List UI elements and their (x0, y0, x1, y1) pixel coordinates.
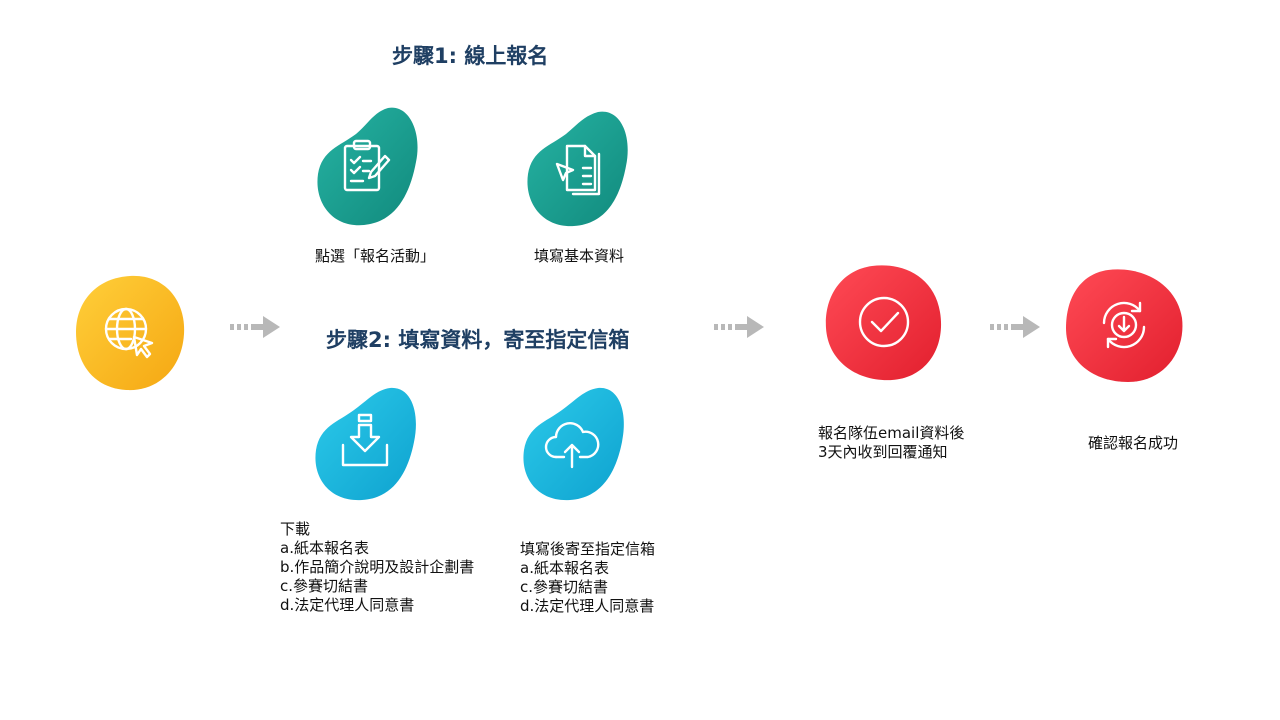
red-blob-shape (825, 265, 942, 381)
download-list-line: c.參賽切結書 (280, 577, 369, 595)
teal-blob-shape (527, 111, 628, 227)
fill-basic-info-label: 填寫基本資料 (534, 247, 625, 265)
step1-heading: 步驟1: 線上報名 (392, 44, 549, 68)
notify-text: 報名隊伍email資料後 3天內收到回覆通知 (818, 424, 964, 462)
check-circle-icon (858, 296, 910, 348)
select-activity-step (310, 104, 420, 228)
step2-heading: 步驟2: 填寫資料，寄至指定信箱 (326, 328, 630, 352)
notify-text-line: 報名隊伍email資料後 (818, 424, 965, 442)
refresh-download-icon (1102, 301, 1146, 349)
cloud-upload-icon (544, 422, 600, 469)
start-step (72, 272, 188, 394)
cyan-blob-shape (315, 387, 416, 501)
select-activity-label: 點選「報名活動」 (315, 247, 436, 265)
download-list-line: b.作品簡介說明及設計企劃書 (280, 558, 475, 576)
download-list-line: d.法定代理人同意書 (280, 596, 415, 614)
teal-blob-shape (317, 107, 418, 226)
globe-cursor-icon (104, 307, 154, 359)
documents-send-icon (555, 144, 601, 196)
clipboard-checklist-icon (343, 139, 391, 192)
upload-list-line: c.參賽切結書 (520, 578, 609, 596)
notify-text-line: 3天內收到回覆通知 (818, 443, 948, 461)
flow-arrow-icon (714, 316, 764, 338)
upload-list: 填寫後寄至指定信箱 a.紙本報名表 c.參賽切結書 d.法定代理人同意書 (520, 540, 655, 616)
upload-list-line: 填寫後寄至指定信箱 (520, 540, 656, 558)
upload-list-line: a.紙本報名表 (520, 559, 609, 577)
flow-arrow-icon (230, 316, 280, 338)
upload-list-line: d.法定代理人同意書 (520, 597, 655, 615)
fill-basic-info-step (522, 106, 632, 230)
download-list-line: a.紙本報名表 (280, 539, 369, 557)
download-list-line: 下載 (280, 520, 311, 538)
download-list: 下載 a.紙本報名表 b.作品簡介說明及設計企劃書 c.參賽切結書 d.法定代理… (280, 520, 474, 615)
upload-step (516, 384, 628, 502)
confirm-label: 確認報名成功 (1088, 434, 1179, 452)
download-icon (341, 413, 389, 467)
confirm-step (1062, 266, 1186, 384)
notify-step (822, 262, 946, 382)
cyan-blob-shape (523, 387, 624, 501)
download-step (310, 384, 420, 502)
yellow-blob-shape (76, 275, 185, 391)
flow-arrow-icon (990, 316, 1040, 338)
